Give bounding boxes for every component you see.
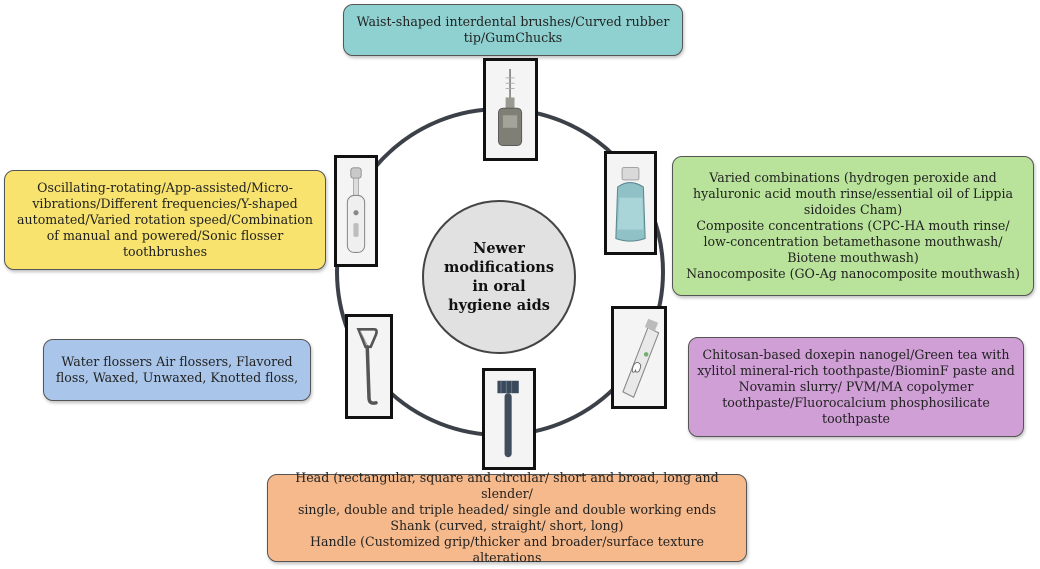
box-line: low-concentration betamethasone mouthwas…	[703, 234, 1003, 249]
box-line: Biotene mouthwash)	[787, 250, 919, 265]
box-line: Handle (Customized grip/thicker and broa…	[310, 534, 704, 565]
center-line: modifications	[443, 259, 554, 276]
box-line: Nanocomposite (GO-Ag nanocomposite mouth…	[686, 266, 1020, 281]
box-line: automated/Varied rotation speed/Combinat…	[17, 212, 313, 227]
box-line: hyaluronic acid mouth rinse/essential oi…	[693, 186, 1013, 201]
floss-pick-icon	[345, 314, 393, 419]
manual-toothbrush-icon	[482, 368, 536, 470]
box-line: of manual and powered/Sonic flosser	[46, 228, 284, 243]
center-line: in oral	[472, 278, 526, 295]
mouthwash-bottle-icon	[604, 151, 657, 255]
center-topic: Newer modifications in oral hygiene aids	[422, 200, 576, 354]
interdental-brush-icon	[483, 58, 538, 161]
box-line: xylitol mineral-rich toothpaste/BiominF …	[697, 363, 1015, 378]
electric-toothbrush-icon	[334, 155, 378, 267]
box-line: Head (rectangular, square and circular/ …	[295, 470, 719, 501]
toothpaste-tube-icon	[611, 306, 667, 409]
box-line: toothpaste	[822, 411, 890, 426]
box-line: Shank (curved, straight/ short, long)	[390, 518, 624, 533]
box-line: Water flossers Air flossers, Flavored	[61, 354, 293, 369]
box-line: toothbrushes	[122, 244, 208, 259]
center-line: Newer	[473, 240, 525, 257]
box-line: sidoides Cham)	[803, 202, 903, 217]
manual-brush-box: Head (rectangular, square and circular/ …	[267, 470, 747, 565]
box-line: Oscillating-rotating/App-assisted/Micro-	[37, 180, 293, 195]
interdental-box: Waist-shaped interdental brushes/Curved …	[343, 4, 683, 56]
mouthwash-box: Varied combinations (hydrogen peroxide a…	[672, 156, 1034, 296]
powered-brush-box: Oscillating-rotating/App-assisted/Micro-…	[4, 170, 326, 270]
box-line: floss, Waxed, Unwaxed, Knotted floss,	[55, 370, 299, 385]
box-line: Novamin slurry/ PVM/MA copolymer	[738, 379, 974, 394]
box-line: tip/GumChucks	[463, 30, 563, 45]
center-line: hygiene aids	[448, 297, 550, 314]
box-line: toothpaste/Fluorocalcium phosphosilicate	[722, 395, 990, 410]
floss-box: Water flossers Air flossers, Flavored fl…	[43, 339, 311, 401]
box-line: Composite concentrations (CPC-HA mouth r…	[696, 218, 1010, 233]
box-line: Varied combinations (hydrogen peroxide a…	[709, 170, 997, 185]
box-line: Waist-shaped interdental brushes/Curved …	[356, 14, 670, 29]
toothpaste-box: Chitosan-based doxepin nanogel/Green tea…	[688, 337, 1024, 437]
box-line: single, double and triple headed/ single…	[297, 502, 717, 517]
box-line: vibrations/Different frequencies/Y-shape…	[32, 196, 298, 211]
box-line: Chitosan-based doxepin nanogel/Green tea…	[702, 347, 1010, 362]
